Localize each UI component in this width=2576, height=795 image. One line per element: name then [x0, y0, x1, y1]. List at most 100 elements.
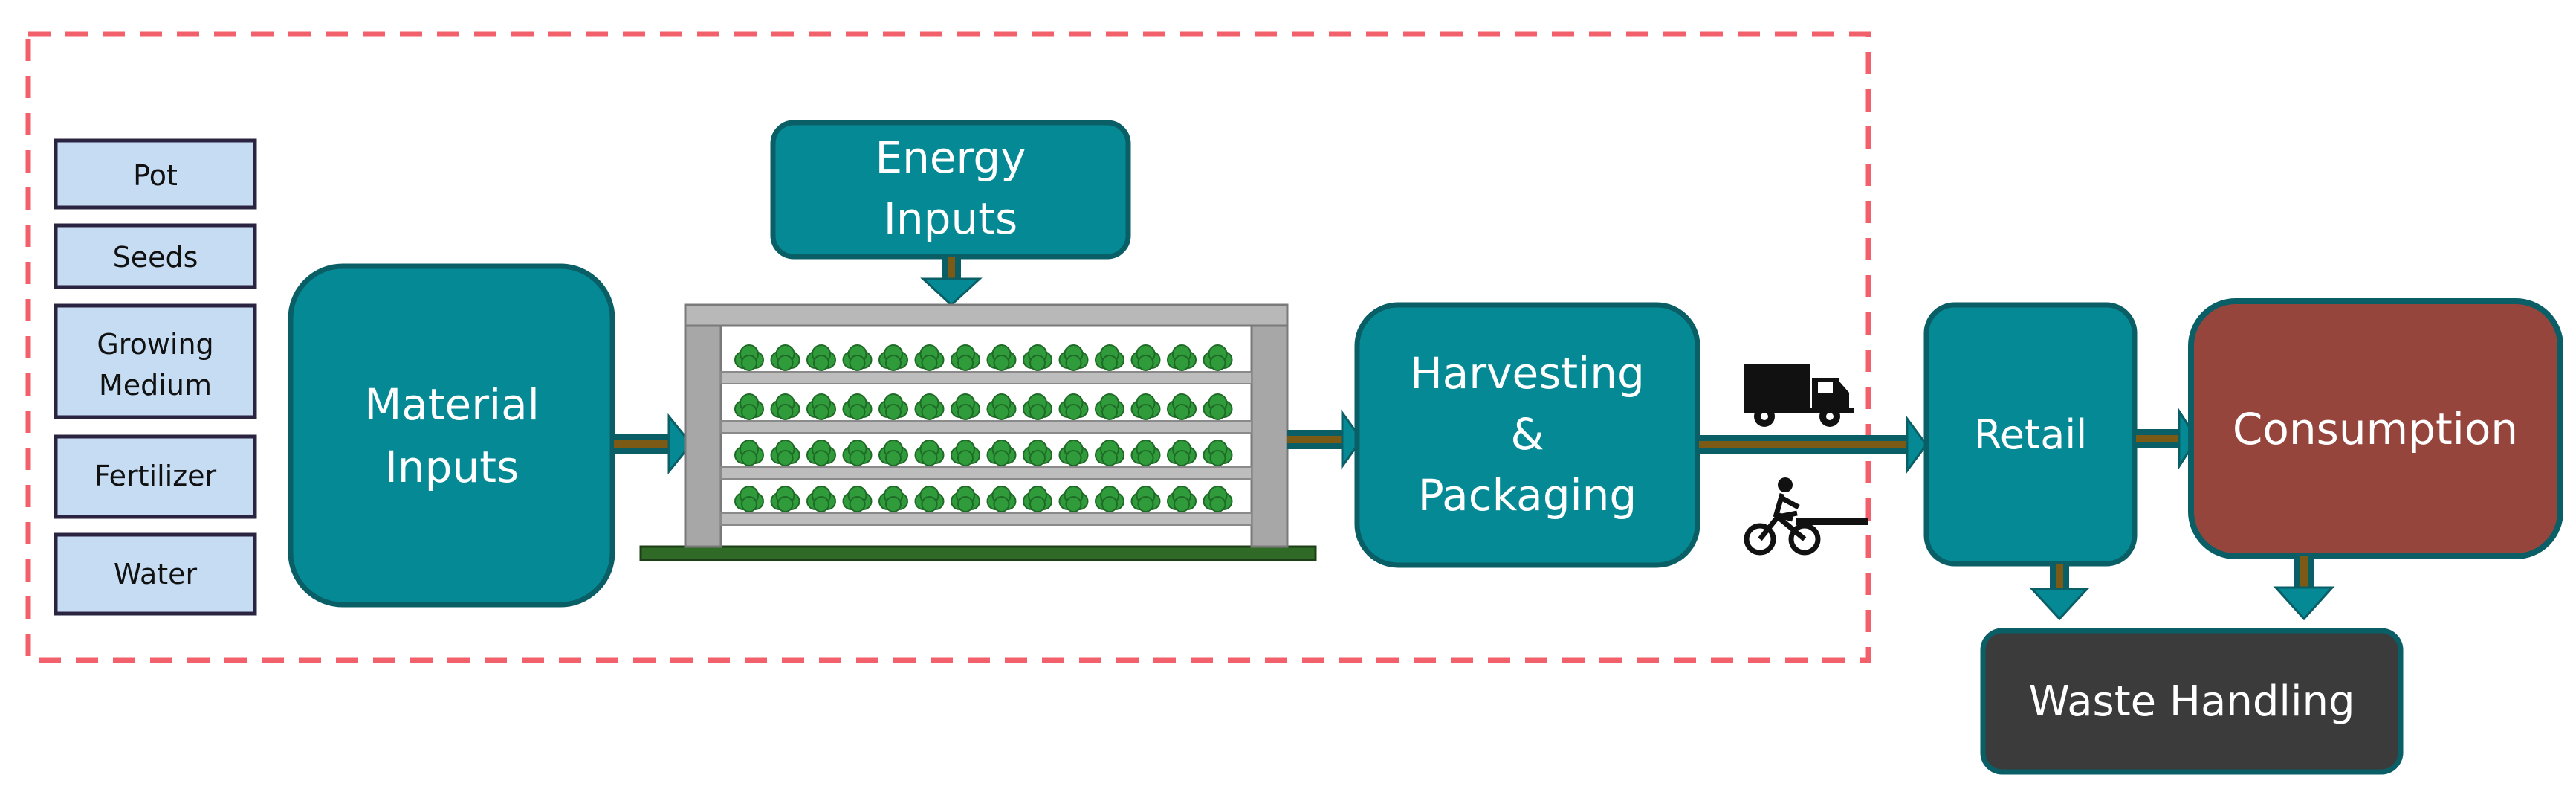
bicycle-courier-icon: [1744, 477, 1868, 556]
plant: [1203, 393, 1233, 420]
rack-shelf-3: [720, 466, 1252, 480]
plant: [878, 393, 908, 420]
plant: [951, 440, 980, 466]
plant: [806, 344, 836, 371]
arrow-material-to-rack: [614, 413, 693, 475]
harvesting-packaging-box: [1354, 302, 1700, 568]
plant: [1058, 344, 1089, 371]
plant: [1023, 486, 1052, 512]
system-boundary: [25, 31, 1871, 663]
arrow-energy-to-rack: [920, 257, 983, 307]
energy-inputs-label-line1: Energy: [875, 132, 1026, 183]
material-list: Pot Seeds Growing Medium Fertilizer Wate…: [54, 138, 257, 616]
plant-rows: [734, 344, 1233, 512]
truck-icon: [1744, 364, 1854, 427]
rack-top: [684, 303, 1289, 327]
material-label-seeds: Seeds: [113, 241, 198, 274]
rack-post-right: [1250, 303, 1289, 548]
plant: [1023, 440, 1052, 466]
material-inputs-label-line1: Material: [364, 379, 540, 430]
plant: [914, 393, 945, 420]
plant: [1130, 393, 1161, 420]
plant: [1167, 344, 1197, 371]
arrow-rack-to-harvesting: [1287, 409, 1363, 470]
arrow-retail-to-waste: [2029, 564, 2090, 621]
plant: [1058, 486, 1089, 512]
plant: [986, 440, 1017, 466]
plant: [986, 486, 1017, 512]
plant: [1023, 344, 1052, 371]
consumption-label: Consumption: [2233, 404, 2518, 454]
material-box-growing-medium: [54, 303, 257, 419]
plant: [1203, 344, 1233, 371]
consumption-box: [2188, 298, 2563, 559]
plant: [734, 393, 764, 420]
plant: [878, 344, 908, 371]
material-label-medium: Medium: [99, 369, 212, 402]
plant: [986, 393, 1017, 420]
rack-base: [639, 545, 1317, 561]
plant: [914, 440, 945, 466]
harvesting-label-line2: &: [1510, 409, 1544, 460]
plant: [878, 486, 908, 512]
plant: [1203, 486, 1233, 512]
plant: [1130, 440, 1161, 466]
waste-handling-box: [1980, 628, 2404, 775]
plant: [806, 486, 836, 512]
material-inputs-label-line2: Inputs: [385, 442, 519, 492]
material-box-fertilizer: [54, 434, 257, 519]
plant: [878, 440, 908, 466]
material-label-pot: Pot: [133, 159, 178, 192]
plant: [1095, 344, 1124, 371]
plant: [1130, 486, 1161, 512]
plant: [1023, 393, 1052, 420]
plant: [914, 486, 945, 512]
plant: [1058, 440, 1089, 466]
rack-shelf-2: [720, 420, 1252, 434]
retail-box: [1923, 302, 2138, 567]
plant: [770, 486, 800, 512]
plant: [1058, 393, 1089, 420]
material-box-water: [54, 532, 257, 616]
plant: [1167, 486, 1197, 512]
material-label-fertilizer: Fertilizer: [94, 460, 217, 492]
plant: [806, 393, 836, 420]
material-box-pot: [54, 138, 257, 210]
plant: [770, 393, 800, 420]
plant: [734, 486, 764, 512]
plant: [842, 393, 873, 420]
material-label-growing: Growing: [97, 328, 213, 361]
plant: [734, 440, 764, 466]
plant: [842, 344, 873, 371]
harvesting-label-line1: Harvesting: [1410, 348, 1645, 399]
energy-inputs-label-line2: Inputs: [884, 193, 1017, 244]
plant: [986, 344, 1017, 371]
arrow-retail-to-consumption: [2136, 407, 2198, 471]
arrow-harvesting-to-retail: [1699, 415, 1928, 474]
vertical-farm-rack: [639, 303, 1317, 561]
plant: [1167, 393, 1197, 420]
plant: [1130, 344, 1161, 371]
material-box-seeds: [54, 223, 257, 289]
plant: [1095, 440, 1124, 466]
plant: [842, 440, 873, 466]
plant: [1095, 393, 1124, 420]
plant: [951, 486, 980, 512]
waste-handling-label: Waste Handling: [2028, 677, 2355, 726]
plant: [914, 344, 945, 371]
harvesting-label-line3: Packaging: [1418, 470, 1637, 521]
plant: [734, 344, 764, 371]
plant: [770, 440, 800, 466]
material-label-water: Water: [114, 558, 198, 590]
plant: [1203, 440, 1233, 466]
rack-shelf-1: [720, 371, 1252, 384]
plant: [1095, 486, 1124, 512]
plant: [951, 393, 980, 420]
plant: [806, 440, 836, 466]
arrow-consumption-to-waste: [2273, 556, 2335, 621]
material-inputs-box: [288, 263, 615, 608]
plant: [951, 344, 980, 371]
rack-shelf-4: [720, 512, 1252, 526]
rack-post-left: [684, 303, 722, 548]
